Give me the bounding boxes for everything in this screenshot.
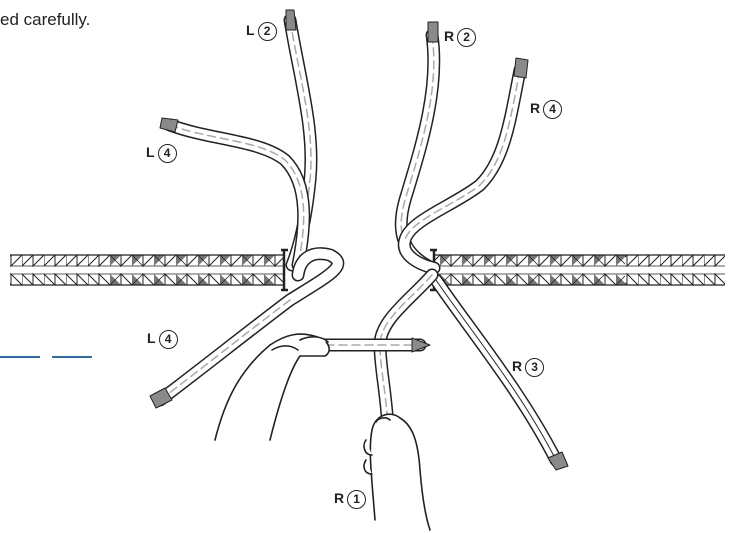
right-hand-drawing	[364, 414, 430, 530]
rope-right	[435, 255, 725, 285]
rope-left	[10, 255, 285, 285]
strand-l4-top	[160, 118, 304, 265]
strand-r4	[404, 58, 528, 268]
strand-r3	[436, 280, 568, 470]
